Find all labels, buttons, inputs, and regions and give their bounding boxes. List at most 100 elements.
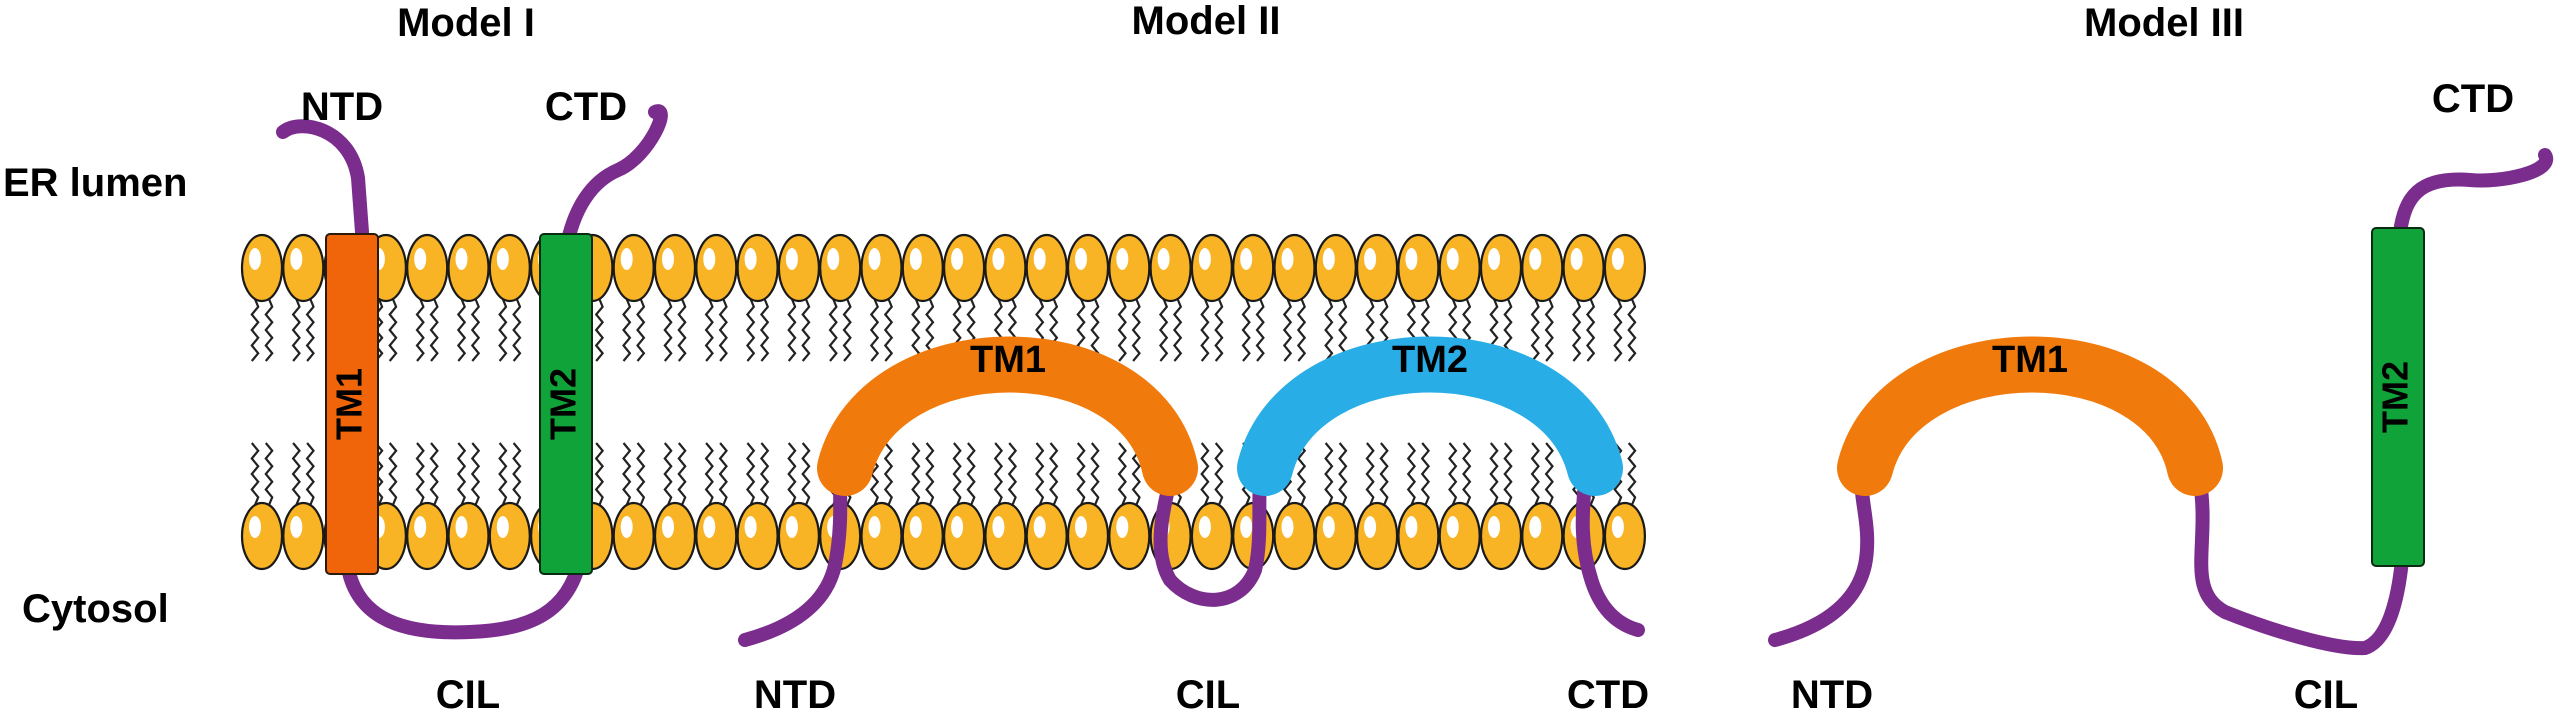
lipid-head-highlight	[785, 248, 798, 270]
lipid-tail	[925, 442, 935, 506]
lipid-head-highlight	[1281, 516, 1294, 538]
lipid-head	[860, 233, 903, 303]
lipid-head-highlight	[1281, 248, 1294, 270]
lipid-tail	[470, 298, 481, 362]
er-lumen-label: ER lumen	[3, 161, 187, 205]
model2-tm1-label: TM1	[970, 339, 1046, 381]
lipid-head-highlight	[703, 516, 716, 538]
lipid-tail	[1255, 298, 1265, 362]
lipid-head	[1232, 233, 1275, 303]
lipid-tail	[1530, 298, 1540, 362]
lipid-head	[1066, 501, 1110, 571]
lipid-tail	[1503, 442, 1513, 506]
lipid-tail	[1090, 442, 1100, 506]
lipid-tail	[1571, 298, 1582, 362]
lipid-head	[736, 501, 779, 571]
lipid-head-highlight	[827, 248, 840, 270]
lipid-tail	[388, 298, 398, 362]
lipid-tail	[759, 298, 770, 362]
lipid-head-highlight	[249, 248, 261, 270]
model2-tm1-hairpin	[817, 336, 1198, 496]
lipid-tail	[415, 442, 425, 506]
lipid-tail	[718, 442, 728, 506]
lipid-head-highlight	[1364, 516, 1377, 538]
lipid-head	[447, 501, 490, 571]
lipid-head	[819, 233, 862, 303]
lipid-head-highlight	[455, 516, 468, 538]
lipid-head-highlight	[744, 248, 757, 270]
model3-cil-label: CIL	[2294, 673, 2358, 713]
lipid-head-highlight	[868, 248, 881, 270]
lipid-tail	[291, 298, 301, 362]
lipid-tail	[1158, 298, 1169, 362]
lipid-tail	[1613, 298, 1623, 362]
lipid-heads-upper-leaflet	[240, 233, 1647, 303]
model2-ntd-label: NTD	[754, 673, 836, 713]
lipid-tail	[622, 442, 632, 506]
lipid-head	[1397, 501, 1440, 571]
lipid-tail	[1544, 298, 1554, 362]
lipid-head	[1108, 501, 1151, 571]
model3-ctd-chain	[2393, 148, 2553, 239]
lipid-head	[1108, 233, 1151, 303]
lipid-head-highlight	[1611, 516, 1624, 538]
lipid-tail	[1379, 442, 1389, 506]
lipid-head	[1397, 233, 1440, 303]
model1-cil-loop	[341, 553, 587, 640]
lipid-tail	[966, 442, 976, 506]
terminus-labels: NTD CTD CIL NTD CIL CTD CTD NTD CIL	[301, 77, 2514, 713]
model1-ntd-label: NTD	[301, 85, 383, 129]
lipid-tail	[1296, 442, 1307, 506]
lipid-tail	[1007, 442, 1018, 506]
lipid-head-highlight	[1033, 516, 1046, 538]
lipid-head-highlight	[496, 248, 509, 270]
lipid-head	[1521, 501, 1564, 571]
model3-ntd-chain	[1768, 475, 1875, 647]
lipid-head	[282, 501, 325, 571]
lipid-tail	[1365, 442, 1375, 506]
lipid-tail	[470, 442, 481, 506]
lipid-head	[488, 233, 531, 303]
lipid-head	[1025, 501, 1068, 571]
segment-labels: TM1 TM2 TM1 TM2 TM1 TM2	[329, 339, 2416, 440]
model1-tm1-label: TM1	[329, 368, 370, 440]
lipid-tail	[415, 298, 425, 362]
lipid-head	[1314, 501, 1357, 571]
lipid-head-highlight	[290, 248, 303, 270]
lipid-tail	[388, 442, 398, 506]
lipid-tail	[1420, 442, 1431, 506]
lipid-tail	[1296, 298, 1307, 362]
lipid-head	[736, 233, 779, 303]
lipid-tail	[622, 298, 632, 362]
lipid-head	[1273, 501, 1316, 571]
lipid-head-highlight	[951, 516, 964, 538]
lipid-head-highlight	[785, 516, 798, 538]
lipid-tail	[1241, 298, 1251, 362]
lipid-head-highlight	[1529, 516, 1542, 538]
compartment-labels: ER lumen Cytosol	[3, 161, 187, 631]
lipid-tail	[264, 442, 274, 506]
lipid-head-highlight	[1446, 516, 1459, 538]
lipid-head-highlight	[455, 248, 468, 270]
lipid-head-highlight	[744, 516, 757, 538]
model2-ctd-chain	[1575, 475, 1645, 637]
model3-title: Model III	[2084, 1, 2244, 45]
lipid-tail	[677, 298, 687, 362]
model1-ctd-chain	[561, 104, 668, 247]
lipid-head-highlight	[1322, 248, 1335, 270]
lipid-tail	[305, 298, 315, 362]
lipid-head-highlight	[1488, 248, 1500, 270]
lipid-tail	[842, 298, 852, 362]
lipid-tail	[787, 442, 797, 506]
model1-tm2-label: TM2	[543, 368, 584, 440]
lipid-tail	[429, 298, 439, 362]
lipid-tail	[250, 442, 260, 506]
lipid-tail	[952, 442, 962, 506]
lipid-tail	[636, 442, 646, 506]
lipid-head-highlight	[1405, 516, 1418, 538]
lipid-tail	[1214, 442, 1224, 506]
lipid-head-highlight	[414, 516, 427, 538]
lipid-head	[1479, 501, 1523, 571]
model2-ctd-label: CTD	[1567, 673, 1649, 713]
